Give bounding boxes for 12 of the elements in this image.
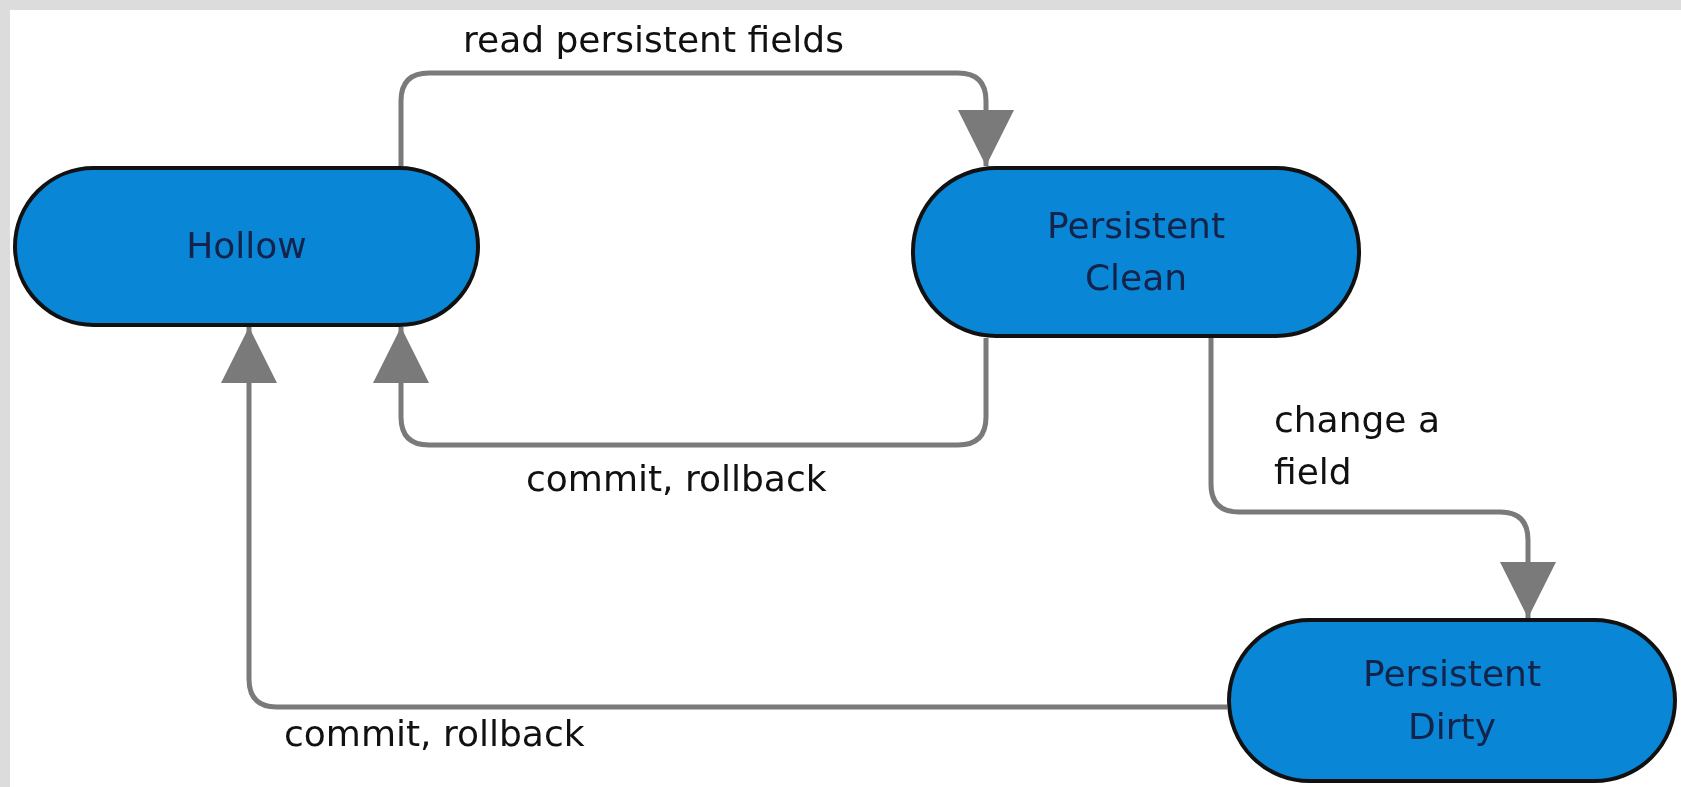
edge-label: commit, rollback (526, 457, 827, 501)
state-name: Persistent Clean (1045, 203, 1227, 300)
edge-label: read persistent fields (463, 18, 844, 62)
state-box (13, 166, 480, 327)
state-name: Persistent Dirty (1361, 652, 1543, 749)
edge-label: commit, rollback (284, 712, 585, 756)
arrow (373, 327, 989, 448)
state-name: Hollow (186, 224, 307, 269)
arrow (1208, 338, 1556, 618)
arrow (221, 327, 1227, 710)
arrow (398, 70, 1014, 166)
edge-label: change a field (1274, 398, 1441, 495)
